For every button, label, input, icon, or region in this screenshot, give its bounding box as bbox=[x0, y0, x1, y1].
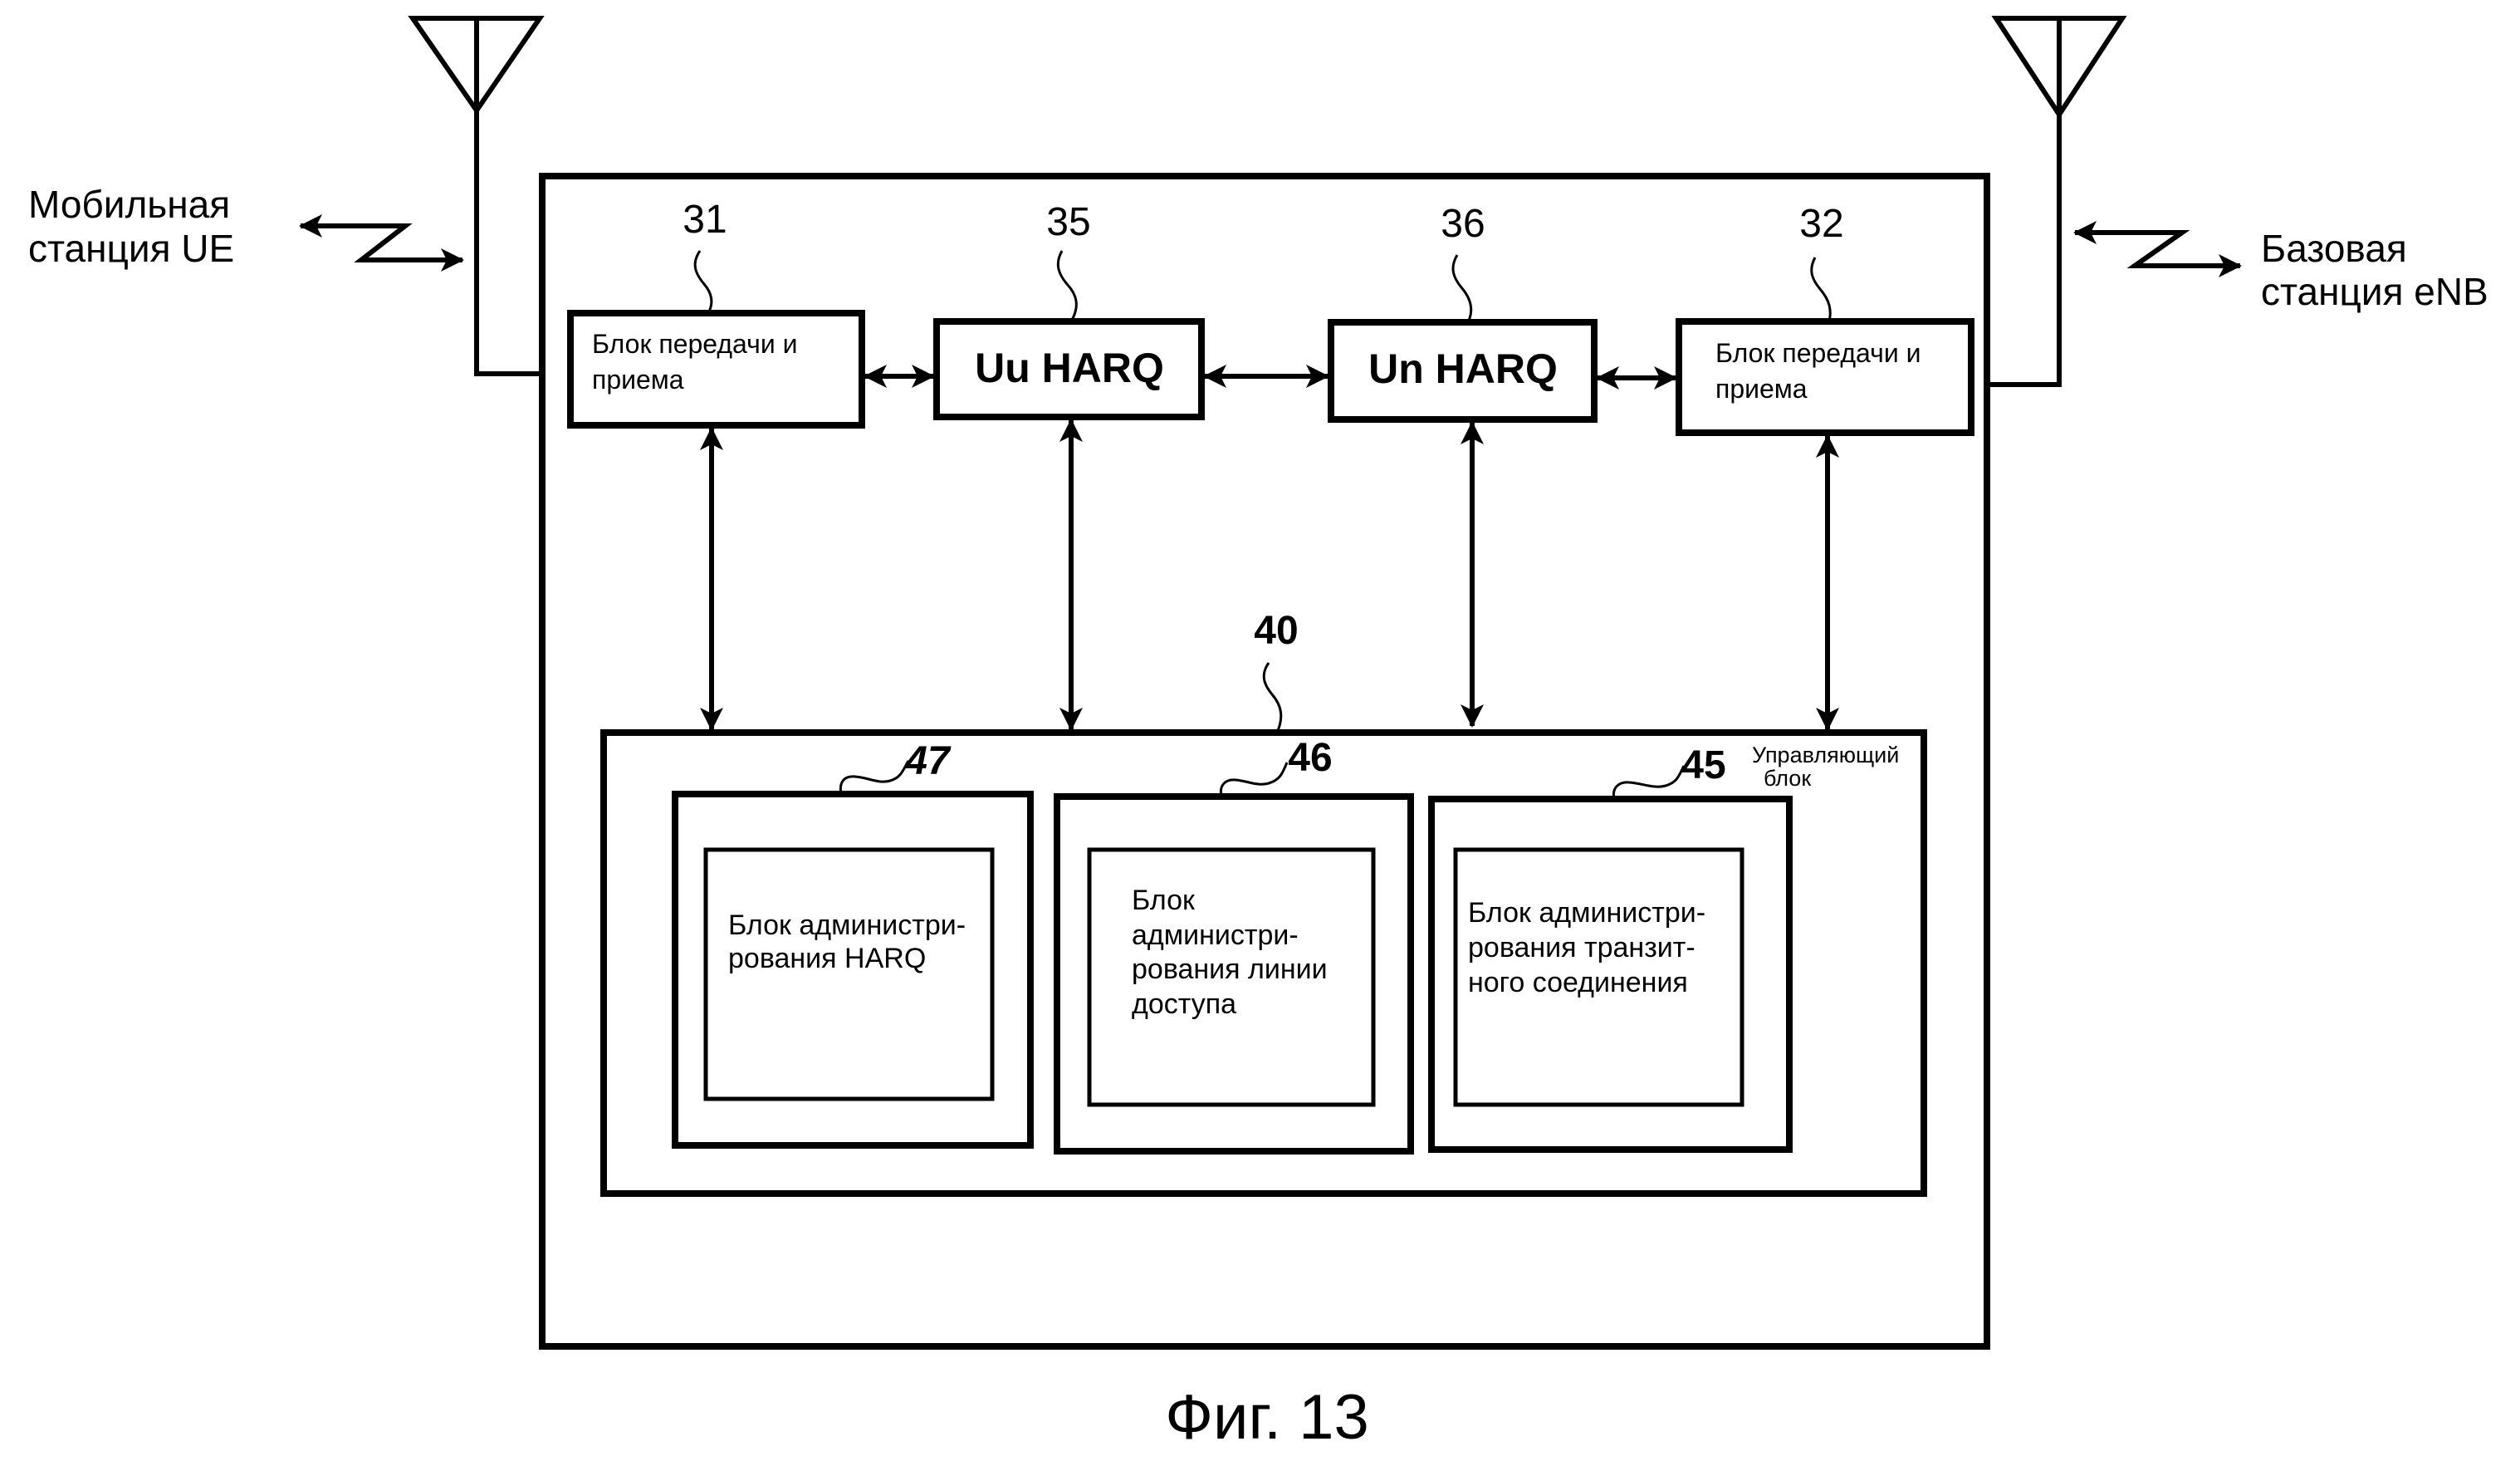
svg-text:Блок администри- рования: Блок администри- рования HARQ bbox=[728, 909, 974, 974]
leader-line-35 bbox=[1056, 250, 1078, 322]
harq-management-unit[interactable]: Блок администри- рования HARQ bbox=[672, 791, 1034, 1149]
access-link-management-unit[interactable]: Блок администри- рования линии доступа bbox=[1054, 793, 1414, 1155]
leader-line-46 bbox=[1219, 762, 1289, 797]
svg-text:Блок передачи и приема: Блок передачи и приема bbox=[592, 329, 805, 395]
svg-text:Un HARQ: Un HARQ bbox=[1368, 346, 1558, 392]
antenna-icon bbox=[1970, 16, 2127, 387]
radio-link-icon bbox=[2073, 221, 2242, 277]
leader-line-31 bbox=[693, 250, 713, 314]
svg-text:Блок администри- рования: Блок администри- рования транзит- ного с… bbox=[1468, 897, 1714, 998]
tx-rx-block-ue-side[interactable]: Блок передачи и приема bbox=[567, 310, 865, 429]
ref-label-47: 47 bbox=[904, 739, 952, 783]
ref-label-45: 45 bbox=[1681, 743, 1725, 787]
leader-line-36 bbox=[1451, 254, 1473, 323]
ref-label-40: 40 bbox=[1254, 609, 1298, 653]
ref-label-35: 35 bbox=[1046, 200, 1090, 244]
radio-link-icon bbox=[299, 214, 464, 272]
leader-line-47 bbox=[839, 760, 910, 795]
svg-text:Uu HARQ: Uu HARQ bbox=[975, 345, 1164, 391]
svg-text:Блок передачи и приема: Блок передачи и приема bbox=[1715, 338, 1928, 404]
backhaul-link-management-unit[interactable]: Блок администри- рования транзит- ного с… bbox=[1428, 796, 1793, 1153]
figure-caption: Фиг. 13 bbox=[1165, 1382, 1368, 1453]
base-station-label: Базовая станция eNB bbox=[2261, 227, 2488, 313]
control-block-label: Управляющий блок bbox=[1752, 743, 1906, 791]
ref-label-46: 46 bbox=[1288, 736, 1332, 780]
uu-harq-block[interactable]: Uu HARQ bbox=[933, 318, 1205, 420]
leader-line-40 bbox=[1262, 662, 1283, 733]
ref-label-36: 36 bbox=[1441, 202, 1485, 246]
svg-text:Блок администри- р: Блок администри- рования линии доступа bbox=[1132, 885, 1335, 1020]
leader-line-32 bbox=[1810, 257, 1832, 322]
tx-rx-block-enb-side[interactable]: Блок передачи и приема bbox=[1676, 318, 1974, 436]
ref-label-32: 32 bbox=[1799, 202, 1843, 246]
leader-line-45 bbox=[1612, 765, 1686, 800]
un-harq-block[interactable]: Un HARQ bbox=[1328, 319, 1598, 423]
mobile-station-label: Мобильная станция UE bbox=[28, 183, 241, 270]
ref-label-31: 31 bbox=[683, 198, 727, 242]
